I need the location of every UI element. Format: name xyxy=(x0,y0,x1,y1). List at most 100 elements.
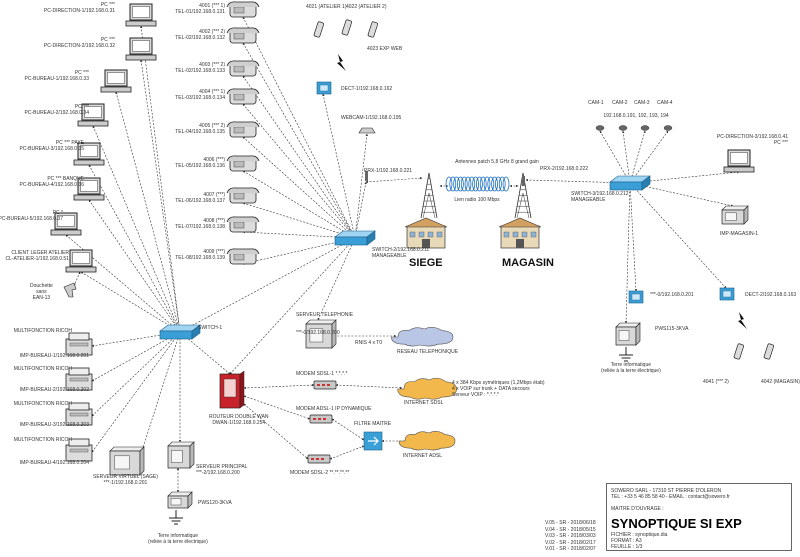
scanner-icon xyxy=(63,282,77,298)
file-meta: FICHIER : synoptique.dia FORMAT : A3 FEU… xyxy=(611,532,668,550)
wireless-bolt-icon xyxy=(738,312,747,329)
link-sdsl-internet xyxy=(335,383,403,390)
phone-label-4005: 4005 (*** 2) TEL-04/192.168.0.135 xyxy=(175,123,225,135)
dect-label-4023: 4023 EXP WEB xyxy=(367,46,403,52)
link-pc-switch1 xyxy=(88,164,181,333)
pc-label-client-leger: CLIENT LEGER ATELIER CL-ATELIER-1/192.16… xyxy=(5,250,69,262)
webcam-icon xyxy=(358,127,376,134)
link-phone-switch2 xyxy=(242,42,356,239)
link-camera xyxy=(629,130,669,184)
link-server-virtual xyxy=(139,331,181,458)
siege-building-icon xyxy=(404,217,448,249)
desk-phone-icon xyxy=(226,121,260,138)
ap-magasin-icon xyxy=(628,290,644,304)
phone-label-4004: 4004 (*** 1) TEL-03/192.168.0.134 xyxy=(175,89,225,101)
filter-icon xyxy=(363,431,383,451)
desk-phone-icon xyxy=(226,187,260,204)
link-camera xyxy=(629,130,646,184)
ups-siege-icon xyxy=(167,491,193,509)
magasin-building-icon xyxy=(498,217,542,249)
pc-label-bureau-5: PC * PC-BUREAU-5/192.168.0.37 xyxy=(0,210,63,222)
link-pabx-switch2 xyxy=(317,237,356,321)
internet-adsl-label: INTERNET ADSL xyxy=(403,453,443,459)
modem-adsl-icon xyxy=(309,414,333,424)
mfp-2-title: MULTIFONCTION RICOH xyxy=(13,366,72,372)
link-adsl-filter xyxy=(331,418,365,441)
webcam-label: WEBCAM-1/192.168.0.195 xyxy=(341,115,402,121)
ap-magasin-label: ***-0/192.168.0.201 xyxy=(650,292,694,298)
link-sdsl2-filter xyxy=(329,445,365,460)
antennas-label: Antennes patch 5,8 GHz 8 grand gain xyxy=(455,159,539,165)
ground-icon xyxy=(168,509,184,525)
pc-direction-3-label: PC-DIRECTION-3/192.168.0.41 PC *** xyxy=(716,134,788,146)
mfp-1-title: MULTIFONCTION RICOH xyxy=(13,328,72,334)
siege-tower-icon xyxy=(420,172,438,219)
dect-4041-label: 4041 (*** 2) xyxy=(703,379,729,385)
desk-phone-icon xyxy=(226,1,260,18)
cam-3-label: CAM-3 xyxy=(634,100,650,106)
terre-magasin-label: Terre informatique (reliée à la terre él… xyxy=(601,362,661,374)
dect-label-4022: 4022 (ATELIER 2) xyxy=(346,4,387,10)
switch3-icon xyxy=(609,175,651,191)
link-phone-switch2 xyxy=(242,16,356,239)
internet-sdsl-cloud xyxy=(397,377,457,400)
link-dect1 xyxy=(322,93,356,239)
camera-icon xyxy=(618,125,628,131)
company-info: SOWERO SARL - 17310 ST PIERRE D'OLERON T… xyxy=(611,488,730,500)
desk-phone-icon xyxy=(226,27,260,44)
router-label: ROUTEUR DOUBLE WAN DWAN-1/192.168.0.254 xyxy=(209,414,269,426)
imp-magasin-label: IMP-MAGASIN-1 xyxy=(720,231,759,237)
dect-handset-icon xyxy=(313,21,325,38)
link-pc-switch1 xyxy=(140,25,181,333)
link-ap-magasin xyxy=(628,182,638,292)
modem-sdsl2-label: MODEM SDSL-2 **.**.**.** xyxy=(290,470,350,476)
version-history: V.05 - SR - 2018/06/18 V.04 - SR - 2018/… xyxy=(545,520,596,553)
mfp-3-label: IMP-BUREAU-3/192.168.0.203 xyxy=(19,422,89,428)
dect2-label: DECT-2/192.168.0.163 xyxy=(745,292,797,298)
pws-magasin-label: PWS115-3KVA xyxy=(655,326,689,332)
link-ups-magasin xyxy=(624,182,632,324)
ups-magasin-icon xyxy=(615,322,641,346)
phone-label-4007: 4007 (***) TEL-06/192.168.0.137 xyxy=(175,192,225,204)
link-printer-switch1 xyxy=(91,331,181,453)
link-camera xyxy=(622,130,631,184)
server-virtual-icon xyxy=(109,446,145,476)
modem-sdsl-label: MODEM SDSL-1 *.*.*.* xyxy=(296,371,348,377)
desk-phone-icon xyxy=(226,88,260,105)
magasin-label: MAGASIN xyxy=(502,257,554,269)
prx1-label: PRX-1/192.168.0.221 xyxy=(364,168,413,174)
link-pc-switch1 xyxy=(140,59,181,333)
pc-direction-3-icon xyxy=(723,149,755,173)
switch1-icon xyxy=(159,324,201,340)
ground-icon xyxy=(618,346,634,362)
cam-4-label: CAM-4 xyxy=(657,100,673,106)
camera-icon xyxy=(640,125,650,131)
server-principal-icon xyxy=(167,441,195,469)
network-devices xyxy=(50,1,775,525)
radio-link-label: Lien radio 100 Mbps xyxy=(454,197,500,203)
prx2-icon xyxy=(522,176,525,186)
switch1-label: SWITCH-1 xyxy=(198,325,223,331)
switch2-label: SWITCH-2/192.168.0.211 MANAGEABLE xyxy=(372,247,430,259)
link-phone-switch2 xyxy=(242,103,356,239)
cam-1-label: CAM-1 xyxy=(588,100,604,106)
pc-label-bureau-2: PC *** PC-BUREAU-2/192.168.0.34 xyxy=(24,104,89,116)
link-pc-switch1 xyxy=(88,199,181,333)
link-router-switch2 xyxy=(229,237,356,375)
printer-icon xyxy=(65,332,93,356)
modem-sdsl-icon xyxy=(313,380,337,390)
link-dect2 xyxy=(629,182,727,289)
dect-handset-icon xyxy=(733,343,745,360)
router-icon xyxy=(219,370,245,409)
switch2-icon xyxy=(334,230,376,246)
phone-label-4006: 4006 (***) TEL-05/192.168.0.136 xyxy=(175,157,225,169)
phone-label-4009: 4009 (***) TEL-08/192.168.0.139 xyxy=(175,249,225,261)
link-router-sdsl2 xyxy=(243,403,309,460)
rnis-label: RNIS 4 x T0 xyxy=(355,340,383,346)
imp-magasin-icon xyxy=(721,205,749,225)
pc-icon xyxy=(100,69,132,93)
prx2-label: PRX-2/192.168.0.222 xyxy=(540,166,589,172)
cam-2-label: CAM-2 xyxy=(612,100,628,106)
link-phone-switch2 xyxy=(242,75,356,239)
